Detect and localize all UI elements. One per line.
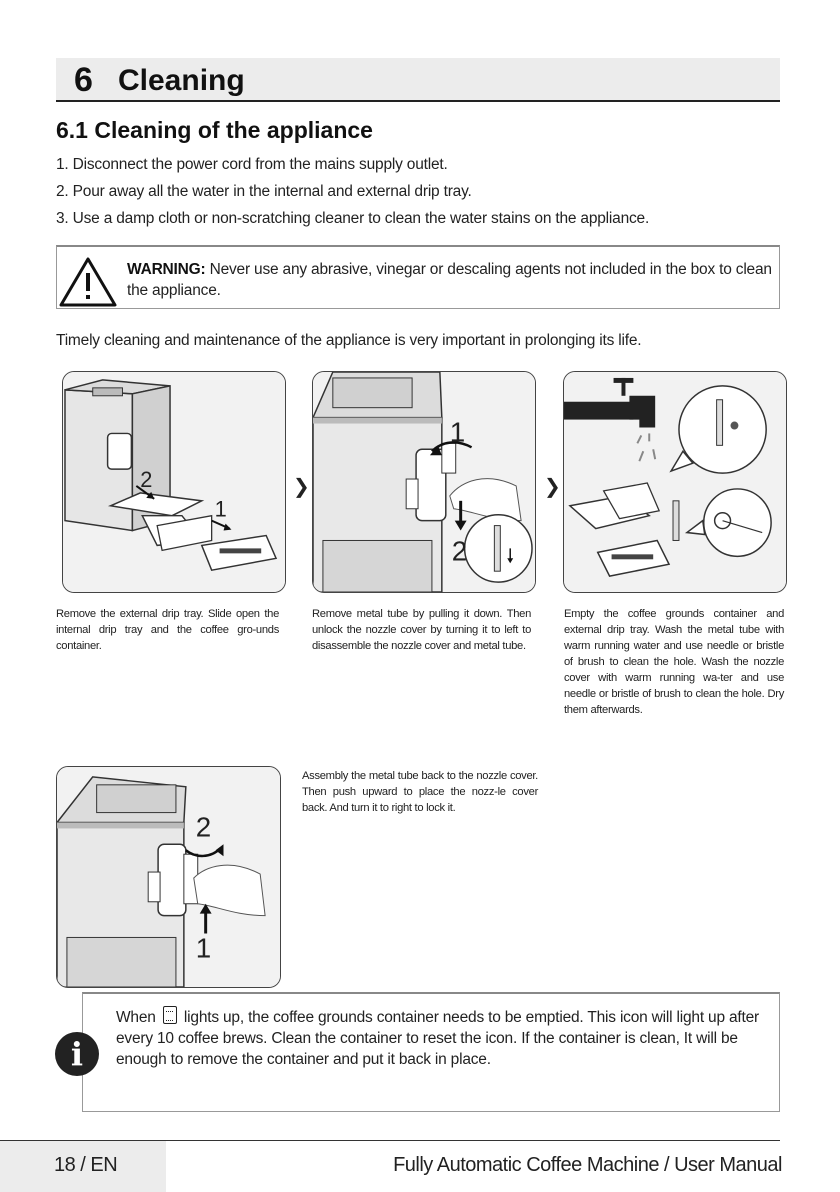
chevron-right-icon: ❯ (293, 476, 310, 498)
callout-2: 2 (140, 467, 152, 492)
figure-remove-metal-tube: 1 2 (312, 371, 536, 593)
warning-body: Never use any abrasive, vinegar or desca… (127, 261, 772, 299)
caption-figure-4: Assembly the metal tube back to the nozz… (302, 770, 538, 814)
callout-2: 2 (196, 811, 211, 842)
section-title: Cleaning (118, 64, 245, 97)
section-number: 6 (74, 61, 93, 99)
illustration-remove-drip-tray: 2 1 (63, 372, 285, 592)
footer-divider (0, 1140, 780, 1141)
info-icon: i (55, 1032, 99, 1076)
grounds-container-icon (162, 1006, 177, 1024)
page-number: 18 / EN (54, 1154, 118, 1176)
warning-triangle-icon (59, 257, 117, 307)
figure-reassemble-nozzle: 2 1 (56, 766, 281, 988)
illustration-reassemble-nozzle: 2 1 (57, 767, 280, 987)
warning-label: WARNING: (127, 261, 206, 278)
warning-text: WARNING: Never use any abrasive, vinegar… (127, 259, 777, 301)
figure-remove-drip-tray: 2 1 (62, 371, 286, 593)
figure-wash-parts (563, 371, 787, 593)
info-text-rest: lights up, the coffee grounds container … (116, 1009, 760, 1068)
callout-1: 1 (196, 932, 211, 963)
info-text: When lights up, the coffee grounds conta… (116, 1006, 776, 1070)
section-header: 6 Cleaning (56, 58, 780, 102)
caption-figure-2: Remove metal tube by pulling it down. Th… (312, 608, 531, 652)
callout-2: 2 (452, 535, 467, 566)
callout-1: 1 (215, 497, 227, 522)
illustration-wash-parts (564, 372, 786, 592)
caption-figure-3: Empty the coffee grounds container and e… (564, 608, 784, 716)
callout-1: 1 (450, 416, 465, 447)
step-1: 1. Disconnect the power cord from the ma… (56, 156, 448, 173)
caption-figure-1: Remove the external drip tray. Slide ope… (56, 608, 279, 652)
chevron-right-icon: ❯ (544, 476, 561, 498)
footer-page-tab (0, 1141, 166, 1192)
illustration-remove-metal-tube: 1 2 (313, 372, 535, 592)
lead-paragraph: Timely cleaning and maintenance of the a… (56, 332, 642, 349)
info-text-start: When (116, 1009, 156, 1026)
document-title: Fully Automatic Coffee Machine / User Ma… (393, 1154, 782, 1176)
step-3: 3. Use a damp cloth or non-scratching cl… (56, 210, 650, 227)
subsection-title: 6.1 Cleaning of the appliance (56, 117, 373, 143)
step-2: 2. Pour away all the water in the intern… (56, 183, 472, 200)
warning-box: WARNING: Never use any abrasive, vinegar… (56, 245, 780, 309)
